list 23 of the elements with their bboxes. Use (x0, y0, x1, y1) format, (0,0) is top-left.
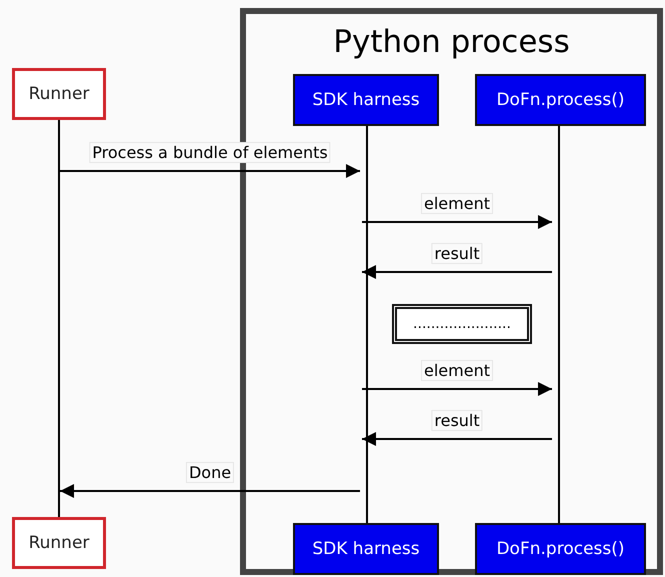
lifeline (558, 126, 560, 523)
participant-box: SDK harness (293, 74, 439, 126)
lifeline (58, 120, 60, 517)
edge-label: Done (186, 462, 234, 483)
ellipsis-box: ...................... (392, 304, 532, 344)
message-arrow (362, 265, 552, 279)
lifeline (366, 126, 368, 523)
message-arrow (60, 484, 360, 498)
message-arrow (362, 215, 552, 229)
edge-label: element (421, 360, 493, 381)
participant-box: Runner (12, 517, 106, 569)
participant-box: DoFn.process() (475, 74, 646, 126)
participant-box: Runner (12, 68, 106, 120)
edge-label: result (431, 410, 483, 431)
participant-box: DoFn.process() (475, 523, 646, 575)
edge-label: Process a bundle of elements (89, 142, 331, 163)
message-arrow (362, 432, 552, 446)
edge-label: result (431, 243, 483, 264)
message-arrow (60, 164, 360, 178)
edge-label: element (421, 193, 493, 214)
group-title: Python process (333, 24, 570, 60)
message-arrow (362, 382, 552, 396)
participant-box: SDK harness (293, 523, 439, 575)
